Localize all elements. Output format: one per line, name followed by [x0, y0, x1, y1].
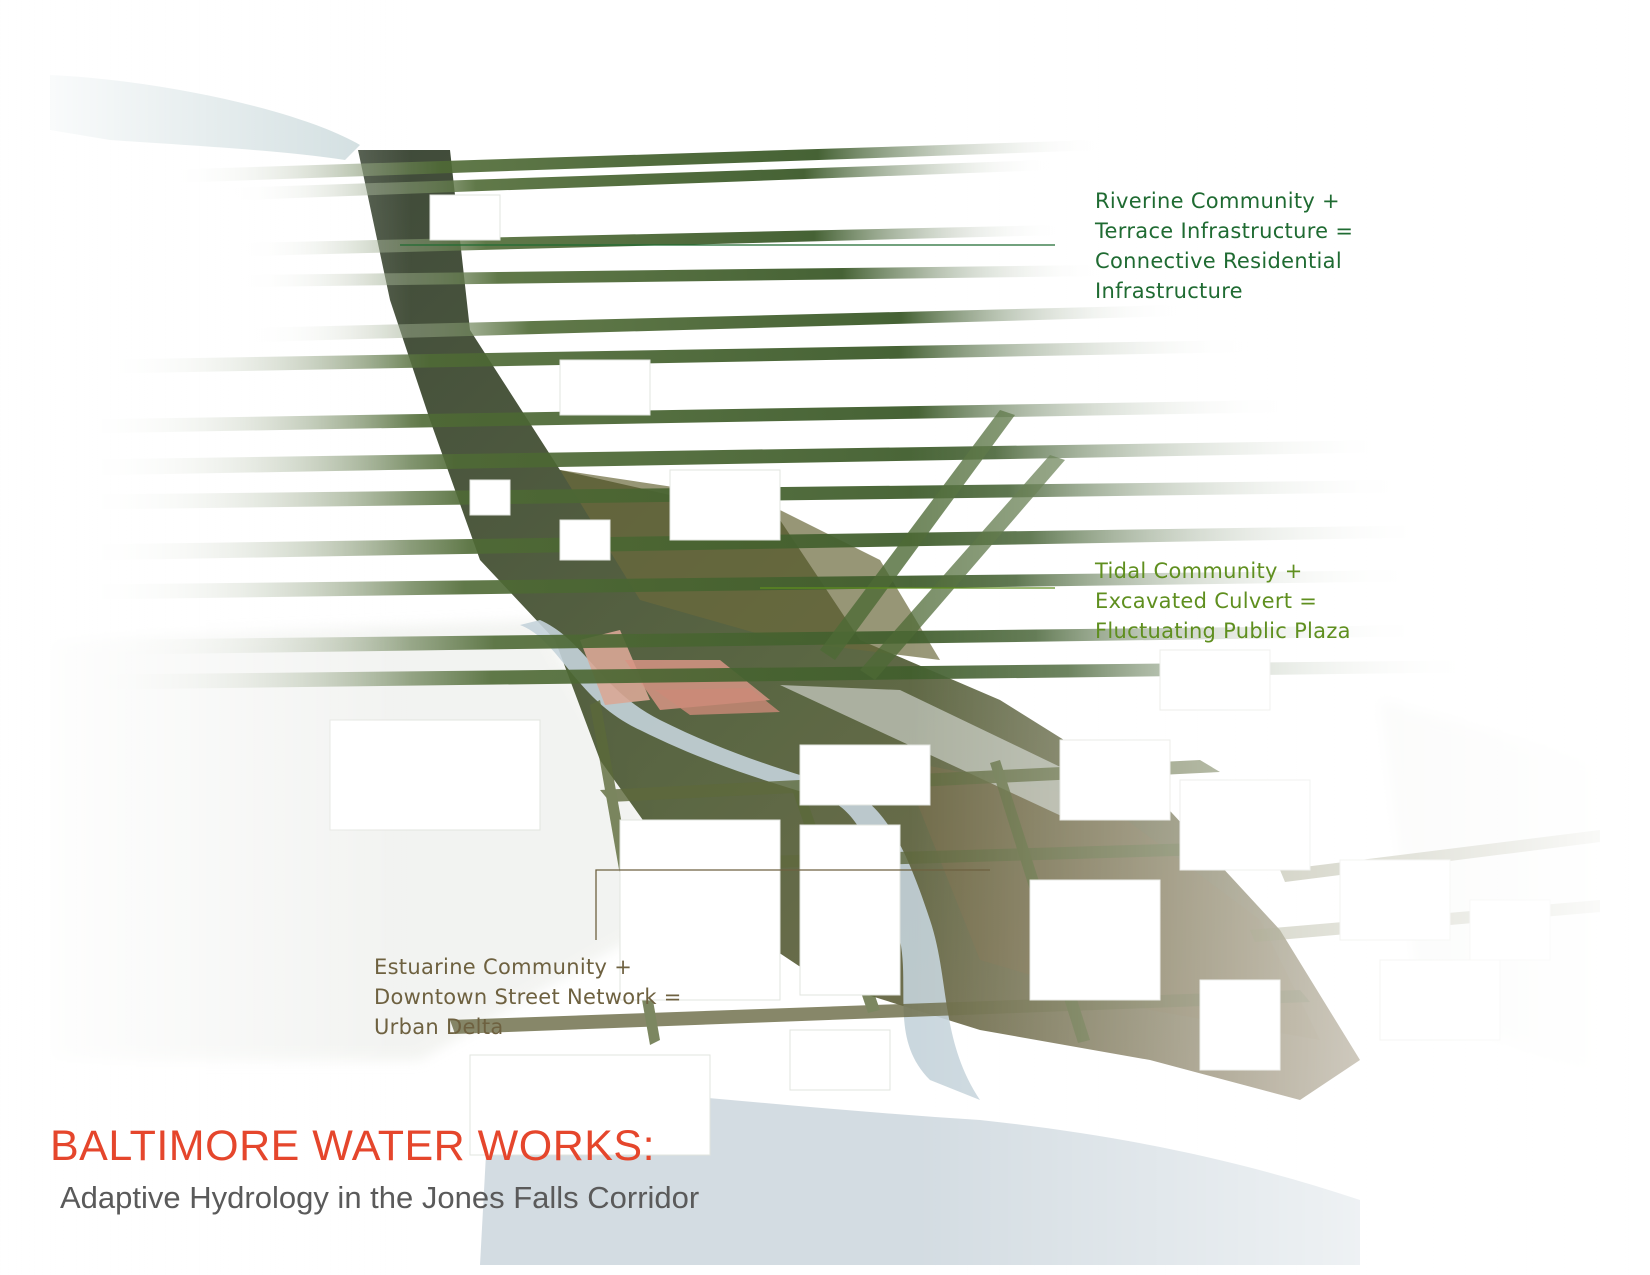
page-subtitle: Adaptive Hydrology in the Jones Falls Co… — [60, 1180, 700, 1215]
annotation-line: Tidal Community + — [1095, 559, 1303, 583]
annotation-line: Estuarine Community + — [374, 955, 633, 979]
annotation-line: Riverine Community + — [1095, 189, 1340, 213]
annotation-line: Fluctuating Public Plaza — [1095, 619, 1351, 643]
annotation-line: Terrace Infrastructure = — [1095, 219, 1354, 243]
annotation-line: Urban Delta — [374, 1015, 504, 1039]
tidal-annotation: Tidal Community + Excavated Culvert = Fl… — [1095, 556, 1351, 646]
annotation-line: Infrastructure — [1095, 279, 1243, 303]
estuarine-leader-line — [595, 869, 990, 940]
page-title: BALTIMORE WATER WORKS: — [50, 1122, 656, 1170]
riverine-annotation: Riverine Community + Terrace Infrastruct… — [1095, 186, 1353, 306]
annotation-line: Downtown Street Network = — [374, 985, 682, 1009]
leader-lines — [400, 244, 1055, 940]
annotation-line: Excavated Culvert = — [1095, 589, 1318, 613]
estuarine-annotation: Estuarine Community + Downtown Street Ne… — [374, 952, 682, 1042]
annotation-line: Connective Residential — [1095, 249, 1342, 273]
